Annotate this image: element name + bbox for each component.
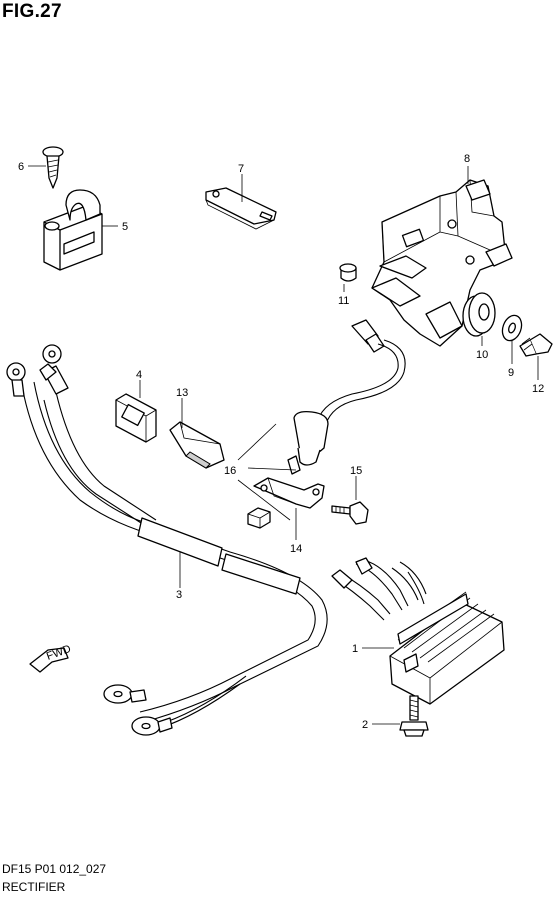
- diagram-name: RECTIFIER: [2, 880, 66, 894]
- leader-lines: [28, 165, 539, 725]
- callout-8: 8: [464, 153, 470, 165]
- figure-title: FIG.27: [2, 1, 62, 22]
- callout-9: 9: [508, 367, 514, 379]
- part-2-bolt[interactable]: [399, 695, 429, 737]
- part-16-connector-lead[interactable]: [287, 319, 406, 475]
- callout-15: 15: [350, 465, 362, 477]
- part-7-bracket-plate[interactable]: [205, 187, 277, 230]
- callout-1: 1: [352, 643, 358, 655]
- callout-6: 6: [18, 161, 24, 173]
- part-5-clamp[interactable]: [43, 189, 103, 271]
- part-6-screw[interactable]: [42, 146, 64, 189]
- part-15-bolt[interactable]: [331, 501, 369, 525]
- part-11-cap[interactable]: [339, 263, 357, 282]
- callout-labels: 6 5 7 8 11 10 9 12 4 13 16 15 14 3 1 2: [18, 153, 544, 731]
- fwd-arrow: FWD: [29, 643, 73, 673]
- callout-2: 2: [362, 719, 368, 731]
- part-8-main-bracket[interactable]: [371, 179, 513, 347]
- callout-14: 14: [290, 543, 302, 555]
- callout-16: 16: [224, 465, 236, 477]
- part-3-harness[interactable]: [6, 344, 328, 736]
- callout-5: 5: [122, 221, 128, 233]
- callout-13: 13: [176, 387, 188, 399]
- callout-3: 3: [176, 589, 182, 601]
- callout-4: 4: [136, 369, 142, 381]
- callout-11: 11: [338, 295, 349, 307]
- part-14-l-bracket[interactable]: [253, 477, 325, 509]
- part-13-insulator[interactable]: [169, 421, 225, 469]
- part-1-rectifier[interactable]: [331, 557, 505, 705]
- nut[interactable]: [247, 507, 271, 529]
- callout-10: 10: [476, 349, 488, 361]
- part-12-bolt[interactable]: [519, 333, 553, 357]
- part-10-grommet[interactable]: [462, 292, 496, 337]
- callout-12: 12: [532, 383, 544, 395]
- part-9-washer[interactable]: [499, 313, 525, 344]
- callout-7: 7: [238, 163, 244, 175]
- part-4-grommet[interactable]: [115, 393, 157, 443]
- diagram-code: DF15 P01 012_027: [2, 862, 107, 876]
